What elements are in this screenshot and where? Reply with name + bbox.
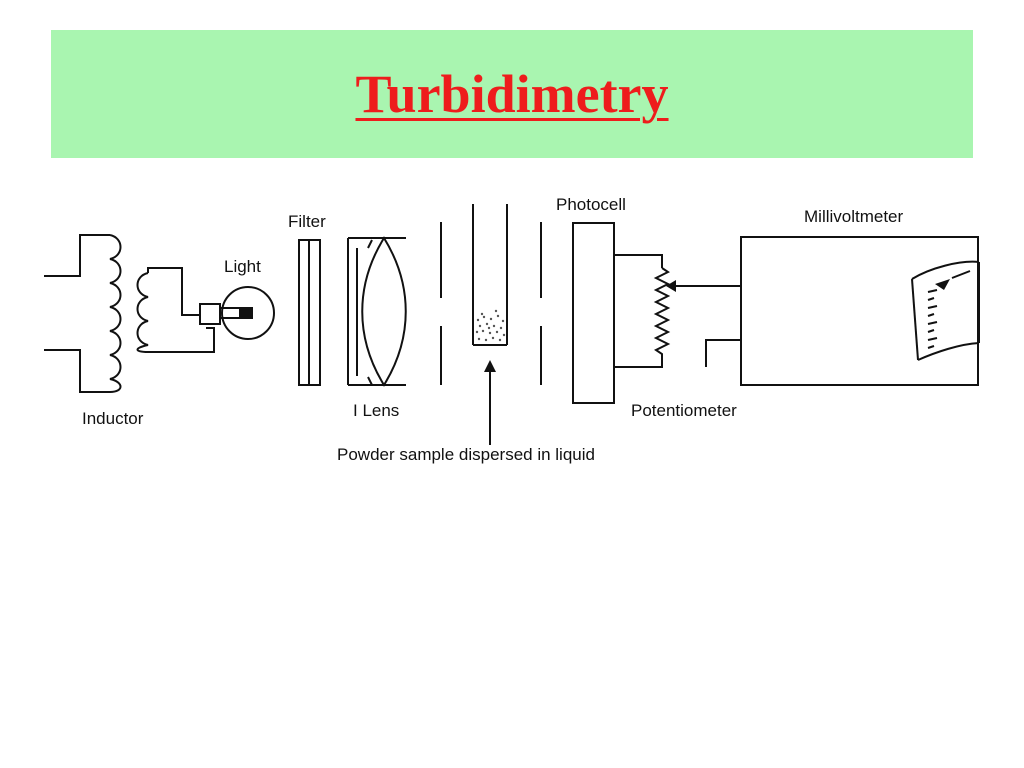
turbidimeter-diagram: Inductor Light Filter I Lens Photocell M… bbox=[44, 195, 980, 464]
photocell bbox=[572, 222, 615, 404]
meter-needle-arrowhead bbox=[935, 279, 950, 290]
inductor-label: Inductor bbox=[82, 409, 144, 428]
potentiometer-label: Potentiometer bbox=[631, 401, 737, 420]
potentiometer-wiper-arrowhead bbox=[666, 280, 676, 292]
powder-sample bbox=[475, 309, 506, 342]
lens bbox=[347, 236, 407, 387]
millivoltmeter bbox=[740, 236, 980, 386]
potentiometer bbox=[614, 254, 741, 368]
filter bbox=[298, 239, 321, 386]
slide-title: Turbidimetry bbox=[355, 64, 669, 124]
photocell-label: Photocell bbox=[556, 195, 626, 214]
millivoltmeter-label: Millivoltmeter bbox=[804, 207, 904, 226]
light-bulb bbox=[199, 286, 275, 340]
sample-label: Powder sample dispersed in liquid bbox=[337, 445, 595, 464]
title-banner: Turbidimetry bbox=[51, 30, 973, 158]
lens-label: I Lens bbox=[353, 401, 399, 420]
sample-cuvette bbox=[472, 204, 508, 346]
light-label: Light bbox=[224, 257, 261, 276]
sample-arrowhead bbox=[484, 360, 496, 372]
meter-needle bbox=[951, 270, 971, 279]
meter-scale bbox=[927, 270, 971, 349]
inductor bbox=[44, 234, 215, 393]
filter-label: Filter bbox=[288, 212, 326, 231]
